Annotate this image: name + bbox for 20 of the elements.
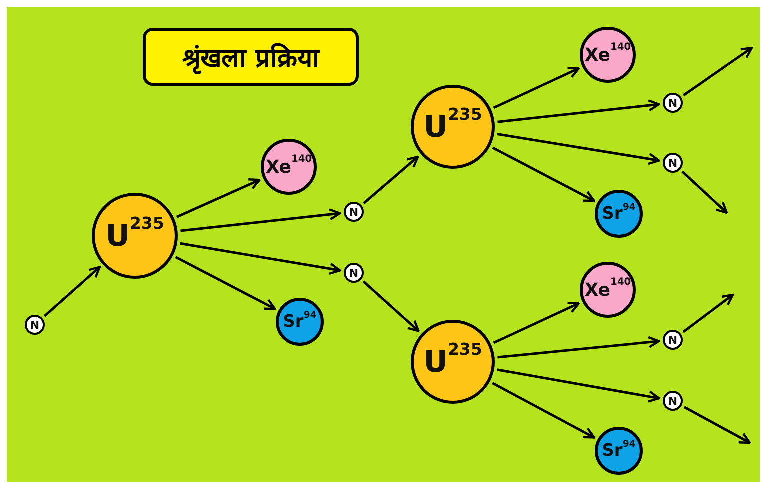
arrow (180, 208, 342, 232)
arrow (493, 67, 580, 110)
arrow (497, 368, 660, 403)
arrow (684, 406, 752, 444)
arrow (492, 382, 596, 439)
arrow (493, 302, 580, 344)
arrow (498, 100, 660, 124)
arrow (176, 178, 261, 218)
arrow (492, 146, 596, 202)
arrow (497, 133, 660, 166)
arrow (362, 280, 420, 332)
arrow (682, 46, 754, 97)
arrow (44, 266, 101, 318)
arrow (498, 336, 660, 359)
title-banner: श्रृंखला प्रक्रिया (143, 28, 359, 86)
arrow (363, 156, 420, 204)
arrow (682, 170, 728, 214)
arrow (175, 256, 276, 310)
arrow (682, 294, 734, 334)
arrow (180, 242, 342, 276)
